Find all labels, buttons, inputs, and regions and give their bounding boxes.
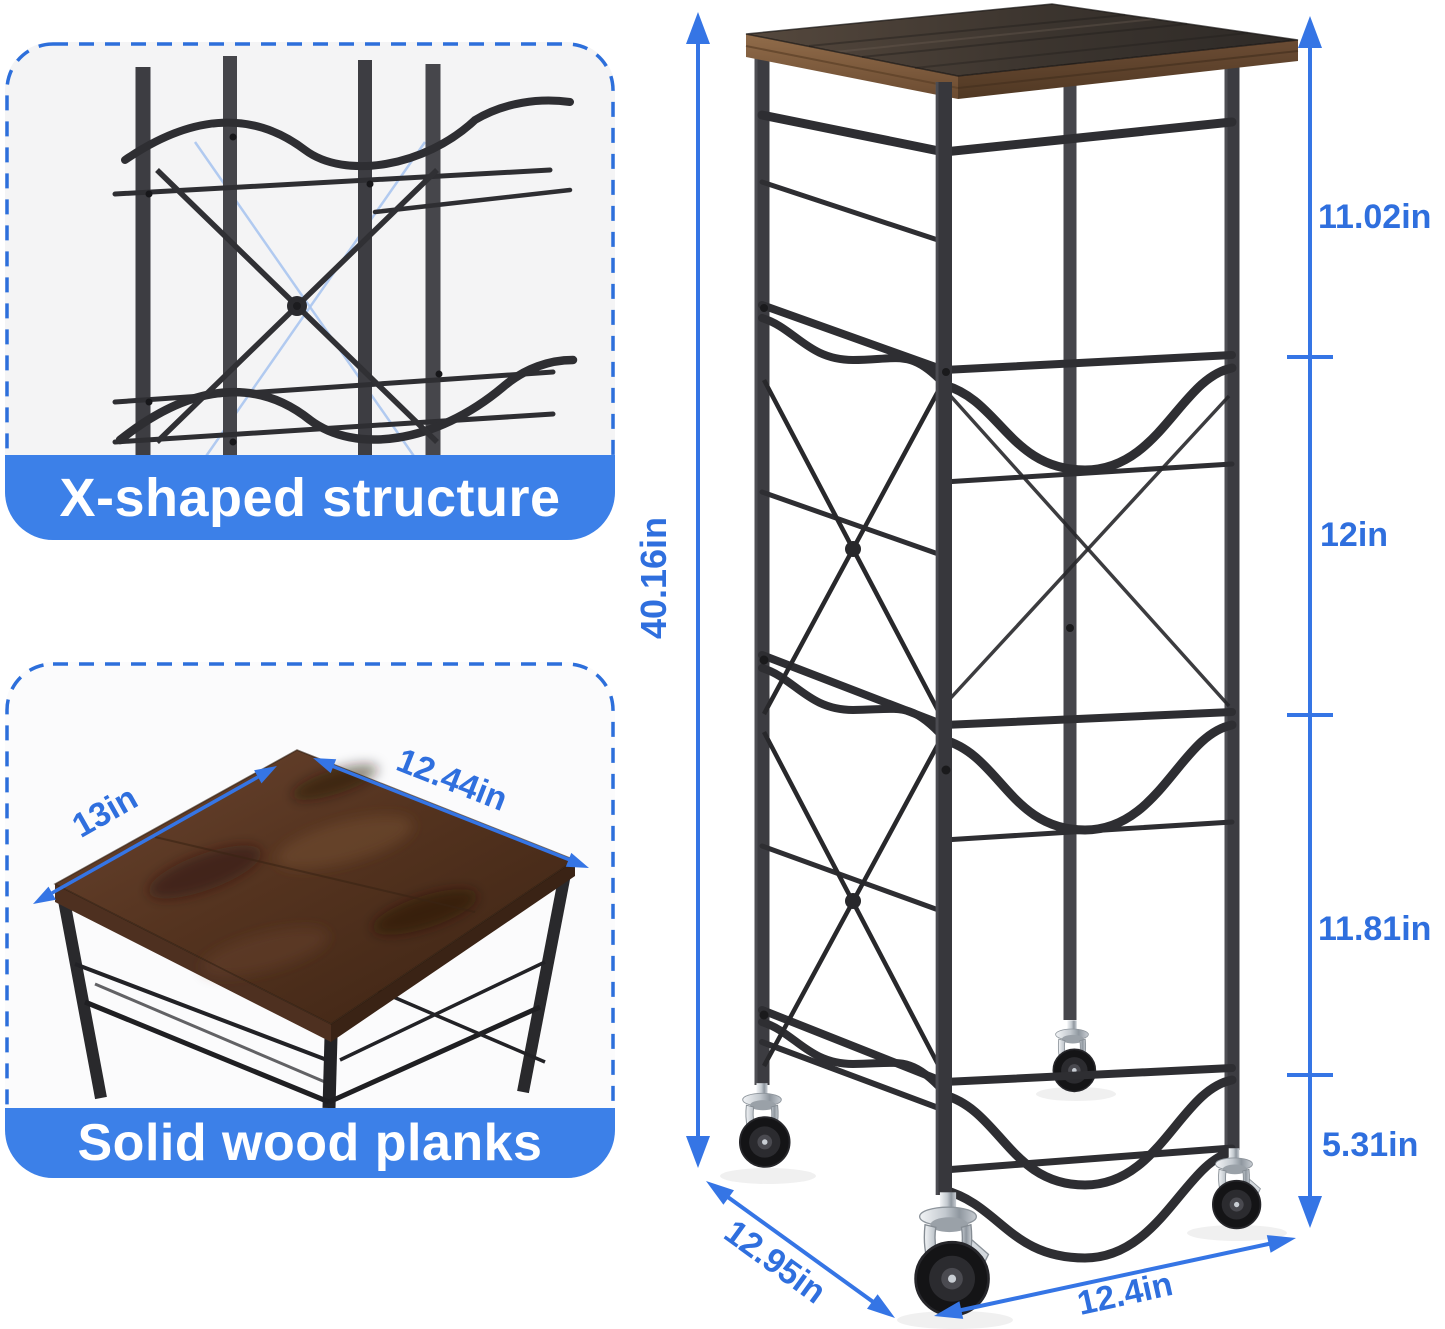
middle-section-label: 12in [1320, 516, 1389, 554]
caster-right [1212, 1148, 1262, 1230]
dashed-border [5, 42, 615, 540]
top-section-label: 11.02in [1318, 198, 1432, 236]
rack-wood-top [745, 3, 1299, 99]
caster-front [914, 1192, 990, 1317]
rack-left-leg [754, 52, 770, 1085]
floor-shadows [720, 1087, 1287, 1329]
x-structure-caption: X-shaped structure [5, 455, 615, 540]
wood-planks-caption-text: Solid wood planks [77, 1114, 543, 1172]
base-section-label: 5.31in [1322, 1126, 1419, 1164]
caster-left [738, 1083, 791, 1168]
callout-wood-planks: Solid wood planks [5, 662, 615, 1178]
wood-planks-caption: Solid wood planks [5, 1108, 615, 1178]
lower-section-label: 11.81in [1318, 910, 1432, 948]
wood-planks-photo [5, 662, 615, 1178]
wood-top-dimension-lines [33, 758, 589, 904]
x-frame-drawing [112, 56, 578, 502]
caster-back [1052, 1020, 1097, 1093]
rack-bolts [759, 304, 1074, 1020]
total-height-label: 40.16in [633, 516, 674, 640]
rack-right-leg [1224, 58, 1240, 1150]
rack-front-leg [935, 82, 952, 1195]
callout-x-structure: X-shaped structure [5, 42, 615, 540]
rack-rails [757, 110, 1237, 1263]
rack-x-braces [762, 378, 1231, 1074]
dimension-lines [686, 12, 1333, 1319]
x-structure-caption-text: X-shaped structure [59, 467, 561, 528]
